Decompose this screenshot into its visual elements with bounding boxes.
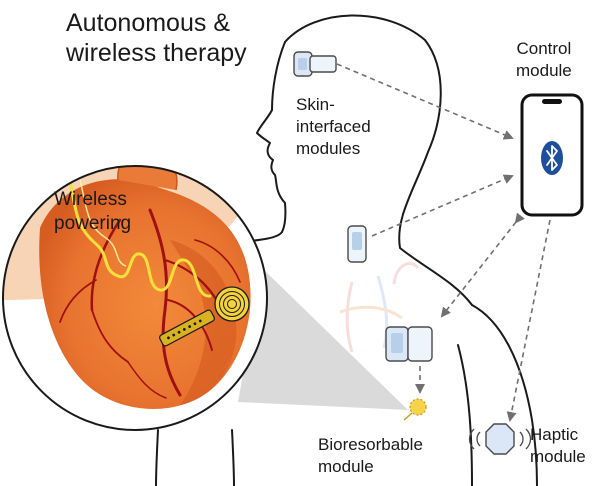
wireless-field-wave <box>58 166 212 298</box>
arrow-control-to-haptic <box>506 219 551 422</box>
haptic-label-line-2: module <box>530 447 586 466</box>
electrode-dots <box>167 319 202 340</box>
torso-left-inner <box>231 429 235 486</box>
smartphone-icon[interactable] <box>520 93 584 217</box>
arrow-skin-upper-to-control <box>336 63 514 140</box>
communication-arrows <box>336 63 551 422</box>
inner-arm <box>457 344 473 486</box>
control-label-line-2: module <box>516 61 572 80</box>
bio-label-line-2: module <box>318 457 374 476</box>
bioresorbable-stack <box>385 326 433 362</box>
torso-left <box>155 429 159 486</box>
head-back <box>284 14 473 306</box>
arrow-skin-lower-to-control <box>371 174 514 237</box>
body-outline <box>155 14 538 486</box>
skin-module-upper <box>293 51 337 77</box>
haptic-module <box>468 423 532 455</box>
bioresorbable-module-label: Bioresorbable module <box>318 434 423 478</box>
wireless-label-line-1: Wireless <box>54 189 127 210</box>
control-label-line-1: Control <box>516 39 572 58</box>
control-module-label: Control module <box>516 38 572 82</box>
skin-label-line-1: Skin- <box>296 95 335 114</box>
wireless-label-line-2: powering <box>54 213 132 234</box>
magnification-cone <box>238 268 408 410</box>
wireless-coil-icon <box>214 286 250 322</box>
heart-inset <box>2 165 268 431</box>
head-profile <box>256 41 287 233</box>
vibration-icon <box>468 428 532 450</box>
bioresorbable-implant <box>403 398 427 421</box>
aorta <box>117 166 178 191</box>
haptic-module-label: Haptic module <box>530 424 586 468</box>
title-line-2: wireless therapy <box>66 39 247 67</box>
skin-module-lower <box>347 225 367 263</box>
diagram-title: Autonomous & wireless therapy <box>66 8 247 68</box>
arrow-control-to-bio <box>440 212 525 318</box>
wireless-field-wave-2 <box>69 166 127 267</box>
skin-label-line-3: modules <box>296 139 361 158</box>
heart-shadow <box>170 240 237 405</box>
shoulder-right <box>471 304 538 486</box>
electrode-lead <box>159 309 215 347</box>
heart-body <box>39 179 251 409</box>
bio-label-line-1: Bioresorbable <box>318 435 423 454</box>
skin-modules-label: Skin- interfaced modules <box>296 94 371 160</box>
skin-label-line-2: interfaced <box>296 117 371 136</box>
title-line-1: Autonomous & <box>66 9 230 37</box>
wireless-powering-label: Wireless powering <box>54 188 131 236</box>
bluetooth-icon <box>541 141 563 175</box>
haptic-octagon <box>485 423 515 455</box>
haptic-label-line-1: Haptic <box>530 425 579 444</box>
